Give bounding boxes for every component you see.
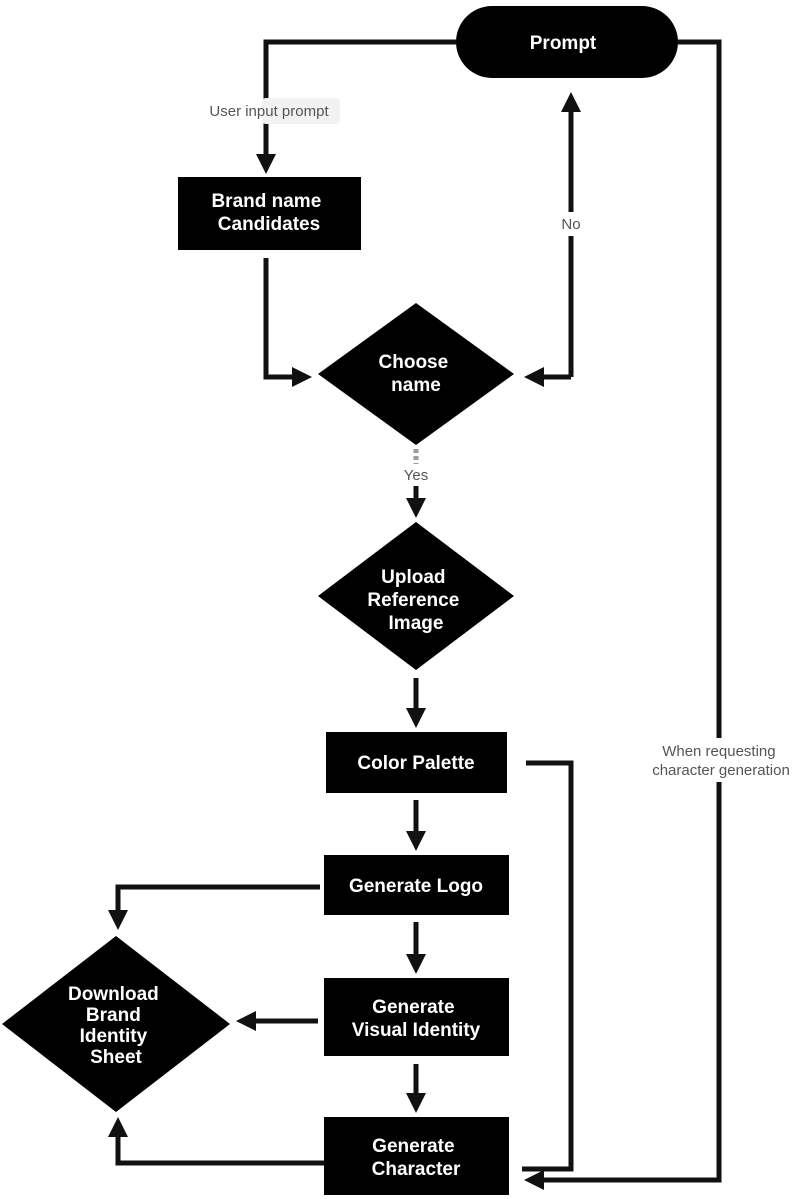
nodes: Prompt Brand name Candidates Choose name… [2,6,678,1195]
node-visual-line-1: Generate [372,997,454,1018]
edge-prompt-to-candidates [256,39,456,174]
node-upload-reference-image: Upload Reference Image [318,522,514,670]
node-generate-visual-identity: Generate Visual Identity [324,978,509,1056]
node-brand-name-candidates: Brand name Candidates [178,177,361,250]
edge-label-no-bg [555,212,587,236]
svg-text:Generate Logo: Generate Logo [349,876,483,897]
svg-text:Generate Character: Generate Character [372,1136,461,1180]
node-download-line-4: Sheet [90,1047,142,1068]
edge-label-highlight [262,98,340,124]
edges [108,39,722,1190]
svg-text:Upload Reference: Upload Reference Image [367,567,464,634]
edge-prompt-to-character [524,39,722,1190]
node-visual-line-2: Visual Identity [352,1020,481,1041]
edge-palette-to-character [522,760,574,1172]
node-character-line-2: Character [372,1159,461,1180]
node-choose-line-1: Choose [379,352,449,373]
node-download-brand-identity-sheet: Download Brand Identity Sheet [2,936,230,1112]
node-upload-line-1: Upload [381,567,445,588]
node-logo-line-1: Generate Logo [349,876,483,897]
node-prompt-line-1: Prompt [530,33,597,54]
node-candidates-line-2: Candidates [218,214,320,235]
edge-label-when-requesting-line-1: When requesting [662,743,775,760]
node-choose-name: Choose name [318,303,514,445]
node-download-line-2: Brand [86,1005,141,1026]
node-palette-line-1: Color Palette [357,753,474,774]
node-candidates-line-1: Brand name [211,191,321,212]
svg-text:When requesting characte: When requesting character generation [652,743,790,779]
node-choose-line-2: name [391,375,441,396]
svg-text:Generate Visual Identi: Generate Visual Identity [352,997,481,1041]
node-download-line-3: Identity [80,1026,148,1047]
node-upload-line-3: Image [389,613,444,634]
svg-text:User input prompt: User input prompt [209,103,329,120]
node-character-line-1: Generate [372,1136,454,1157]
edge-label-yes: Yes [404,467,428,484]
node-generate-logo: Generate Logo [324,855,509,915]
node-prompt: Prompt [456,6,678,78]
node-download-line-1: Download [68,984,159,1005]
edge-label-character-bg [644,738,798,782]
edge-character-to-download [108,1117,324,1166]
edge-candidates-to-choose [263,258,312,387]
edge-label-no: No [561,216,580,233]
edge-label-when-requesting-line-2: character generation [652,762,790,779]
edge-label-yes-bg [398,464,434,486]
svg-text:Yes: Yes [404,467,428,484]
svg-text:Brand name Candidates: Brand name Candidates [211,191,326,235]
edge-label-user-input-prompt: User input prompt [209,103,329,120]
svg-text:Choose name: Choose name [379,352,454,396]
svg-text:Color Palette: Color Palette [357,753,474,774]
node-upload-line-2: Reference [367,590,459,611]
edge-logo-to-download [108,884,320,930]
node-generate-character: Generate Character [324,1117,509,1195]
node-color-palette: Color Palette [326,732,507,793]
edge-labels: User input prompt No Yes When requesting… [209,98,798,782]
svg-text:Download Brand: Download Brand Identity Sheet [68,984,164,1068]
svg-text:Prompt: Prompt [530,33,597,54]
svg-text:No: No [561,216,580,233]
